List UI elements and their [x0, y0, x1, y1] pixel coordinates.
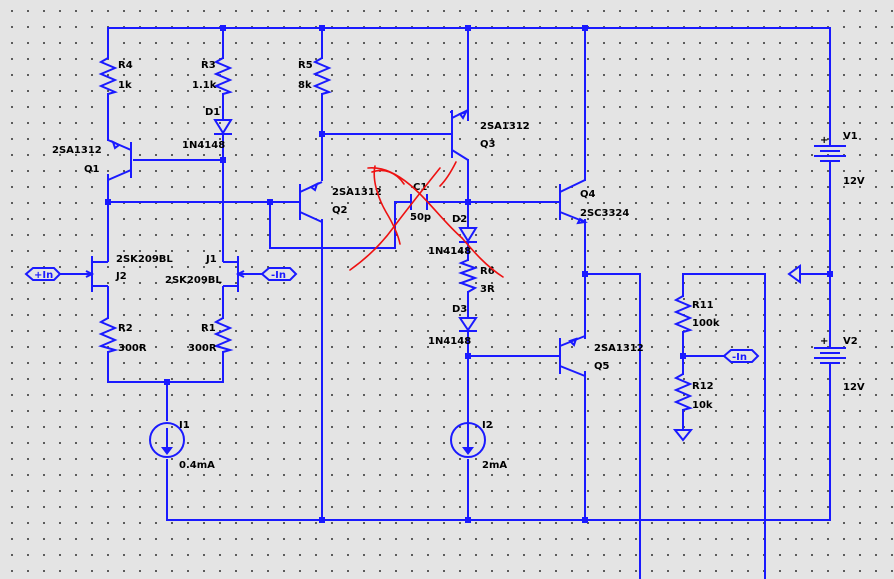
- j1-ref: J1: [205, 254, 217, 265]
- voltage-source-v2[interactable]: + V2 12V: [814, 330, 865, 393]
- d1-value: 1N4148: [182, 140, 225, 151]
- current-source-i2[interactable]: I2 2mA: [450, 420, 507, 471]
- r5-ref: R5: [298, 60, 313, 71]
- current-source-i1[interactable]: I1 0.4mA: [149, 420, 215, 471]
- jfet-j2[interactable]: 2SK209BL J2: [85, 252, 173, 292]
- red-annotation-strikeout: [349, 161, 504, 278]
- voltage-source-v1[interactable]: + V1 12V: [814, 131, 865, 190]
- j2-value: 2SK209BL: [116, 254, 173, 265]
- transistor-q3[interactable]: 2SA1312 Q3: [450, 109, 530, 161]
- q5-value: 2SA1312: [594, 343, 644, 354]
- v2-ref: V2: [843, 336, 858, 347]
- r4-ref: R4: [118, 60, 133, 71]
- resistor-r2[interactable]: R2 300R: [98, 317, 147, 354]
- ground-symbol-divider: [672, 429, 694, 442]
- transistor-q4[interactable]: Q4 2SC3324: [559, 179, 629, 225]
- resistor-r1[interactable]: R1 300R: [188, 317, 234, 354]
- v1-plus-sign: +: [820, 135, 828, 146]
- j1-value: 2SK209BL: [165, 275, 222, 286]
- jfet-j1[interactable]: J1 2SK209BL: [165, 252, 245, 292]
- port-in-plus-label: +In: [34, 270, 53, 281]
- r5-value: 8k: [298, 80, 312, 91]
- j2-ref: J2: [115, 271, 127, 282]
- r2-ref: R2: [118, 323, 133, 334]
- r11-value: 100k: [692, 318, 720, 329]
- port-in-minus-left-label: -In: [271, 270, 286, 281]
- q3-ref: Q3: [480, 139, 496, 150]
- q2-value: 2SA1312: [332, 187, 382, 198]
- q5-ref: Q5: [594, 361, 610, 372]
- i2-ref: I2: [482, 420, 493, 431]
- resistor-r12[interactable]: R12 10k: [673, 373, 714, 411]
- q1-value: 2SA1312: [52, 145, 102, 156]
- v2-value: 12V: [843, 382, 865, 393]
- junctions: [105, 25, 833, 523]
- r1-value: 300R: [188, 343, 217, 354]
- d2-value: 1N4148: [428, 246, 471, 257]
- ground-symbol-main: [787, 264, 801, 284]
- port-in-minus-right[interactable]: -In: [722, 349, 760, 363]
- q4-value: 2SC3324: [580, 208, 629, 219]
- r2-value: 300R: [118, 343, 147, 354]
- d3-ref: D3: [452, 304, 467, 315]
- resistor-r5[interactable]: R5 8k: [298, 57, 332, 95]
- port-in-plus[interactable]: +In: [24, 267, 62, 281]
- q1-ref: Q1: [84, 164, 100, 175]
- port-in-minus-left[interactable]: -In: [260, 267, 298, 281]
- transistor-q2[interactable]: 2SA1312 Q2: [299, 181, 382, 223]
- d1-ref: D1: [205, 107, 220, 118]
- i1-value: 0.4mA: [179, 460, 215, 471]
- r6-value: 3R: [480, 284, 495, 295]
- resistor-r3[interactable]: R3 1.1k: [192, 57, 233, 95]
- d3-value: 1N4148: [428, 336, 471, 347]
- v2-plus-sign: +: [820, 336, 828, 347]
- r6-ref: R6: [480, 266, 495, 277]
- transistor-q1[interactable]: 2SA1312 Q1: [52, 139, 132, 181]
- c1-ref: C1: [413, 182, 427, 193]
- resistor-r4[interactable]: R4 1k: [98, 57, 133, 95]
- q4-ref: Q4: [580, 189, 596, 200]
- r11-ref: R11: [692, 300, 714, 311]
- d2-ref: D2: [452, 214, 467, 225]
- c1-value: 50p: [410, 212, 431, 223]
- r1-ref: R1: [201, 323, 216, 334]
- i2-value: 2mA: [482, 460, 507, 471]
- resistor-r6[interactable]: R6 3R: [458, 259, 495, 295]
- port-in-minus-right-label: -In: [732, 352, 747, 363]
- i1-ref: I1: [179, 420, 190, 431]
- q3-value: 2SA1312: [480, 121, 530, 132]
- r4-value: 1k: [118, 80, 132, 91]
- diode-d2[interactable]: D2 1N4148: [428, 214, 478, 257]
- diode-d3[interactable]: D3 1N4148: [428, 304, 478, 347]
- diode-d1[interactable]: D1 1N4148: [182, 107, 233, 151]
- resistor-r11[interactable]: R11 100k: [673, 295, 720, 333]
- transistor-q5[interactable]: 2SA1312 Q5: [559, 335, 644, 377]
- q2-ref: Q2: [332, 205, 348, 216]
- r12-value: 10k: [692, 400, 713, 411]
- v1-value: 12V: [843, 176, 865, 187]
- v1-ref: V1: [843, 131, 858, 142]
- r3-ref: R3: [201, 60, 216, 71]
- r12-ref: R12: [692, 381, 714, 392]
- wires: [59, 27, 831, 579]
- r3-value: 1.1k: [192, 80, 217, 91]
